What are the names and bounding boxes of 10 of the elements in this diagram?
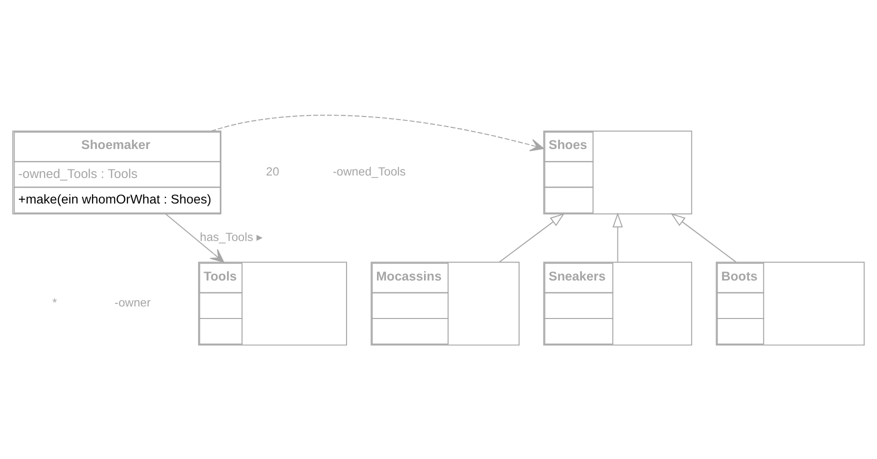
edge-label: has_Tools ▸ [200, 230, 262, 244]
label: -owner [114, 295, 151, 310]
label: -owned_Tools [332, 164, 406, 178]
arrow [165, 213, 224, 262]
arrow [670, 212, 737, 262]
arrow [498, 212, 565, 262]
label: 20 [266, 164, 280, 178]
arrow [210, 114, 544, 151]
label: * [52, 295, 58, 310]
arrow [612, 212, 623, 262]
